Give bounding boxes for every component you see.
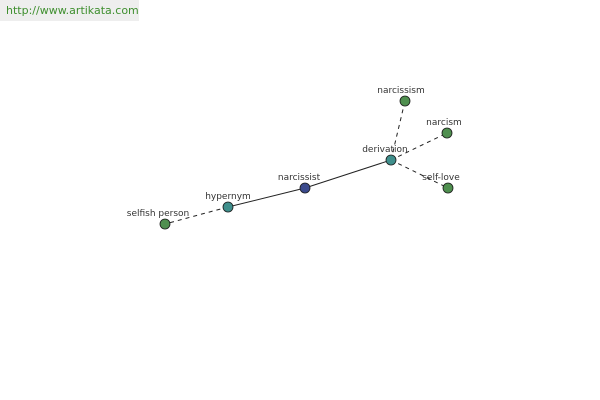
edge-derivation-narcism — [390, 132, 448, 161]
node-selfish-person[interactable]: selfish person — [127, 209, 190, 230]
node-dot-narcissist[interactable] — [299, 182, 311, 194]
node-narcism[interactable]: narcism — [426, 118, 462, 139]
node-self-love[interactable]: self-love — [422, 173, 460, 194]
node-dot-narcism[interactable] — [441, 127, 453, 139]
node-label-narcissism: narcissism — [377, 86, 425, 96]
node-label-self-love: self-love — [422, 173, 460, 183]
node-label-derivation: derivation — [362, 145, 408, 155]
edge-derivation-self-love — [390, 159, 449, 189]
edge-narcissist-derivation — [304, 159, 392, 189]
edge-narcissist-hypernym — [227, 187, 306, 208]
node-dot-derivation[interactable] — [385, 154, 397, 166]
source-badge: http://www.artikata.com — [0, 0, 139, 21]
node-dot-narcissism[interactable] — [399, 95, 411, 107]
source-link[interactable]: http://www.artikata.com — [6, 4, 139, 17]
node-narcissism[interactable]: narcissism — [377, 86, 425, 107]
nodes-layer: narcissist hypernym derivation selfish pers… — [127, 86, 462, 230]
node-derivation[interactable]: derivation — [362, 145, 408, 166]
node-dot-hypernym[interactable] — [222, 201, 234, 213]
edge-derivation-narcissism — [390, 100, 406, 161]
node-label-selfish-person: selfish person — [127, 209, 190, 219]
node-label-hypernym: hypernym — [205, 192, 251, 202]
node-label-narcissist: narcissist — [278, 173, 321, 183]
edges-layer — [164, 100, 449, 225]
node-hypernym[interactable]: hypernym — [205, 192, 251, 213]
node-narcissist[interactable]: narcissist — [278, 173, 321, 194]
edge-hypernym-selfish-person — [164, 206, 229, 225]
node-dot-selfish-person[interactable] — [159, 218, 171, 230]
node-dot-self-love[interactable] — [442, 182, 454, 194]
node-label-narcism: narcism — [426, 118, 462, 128]
